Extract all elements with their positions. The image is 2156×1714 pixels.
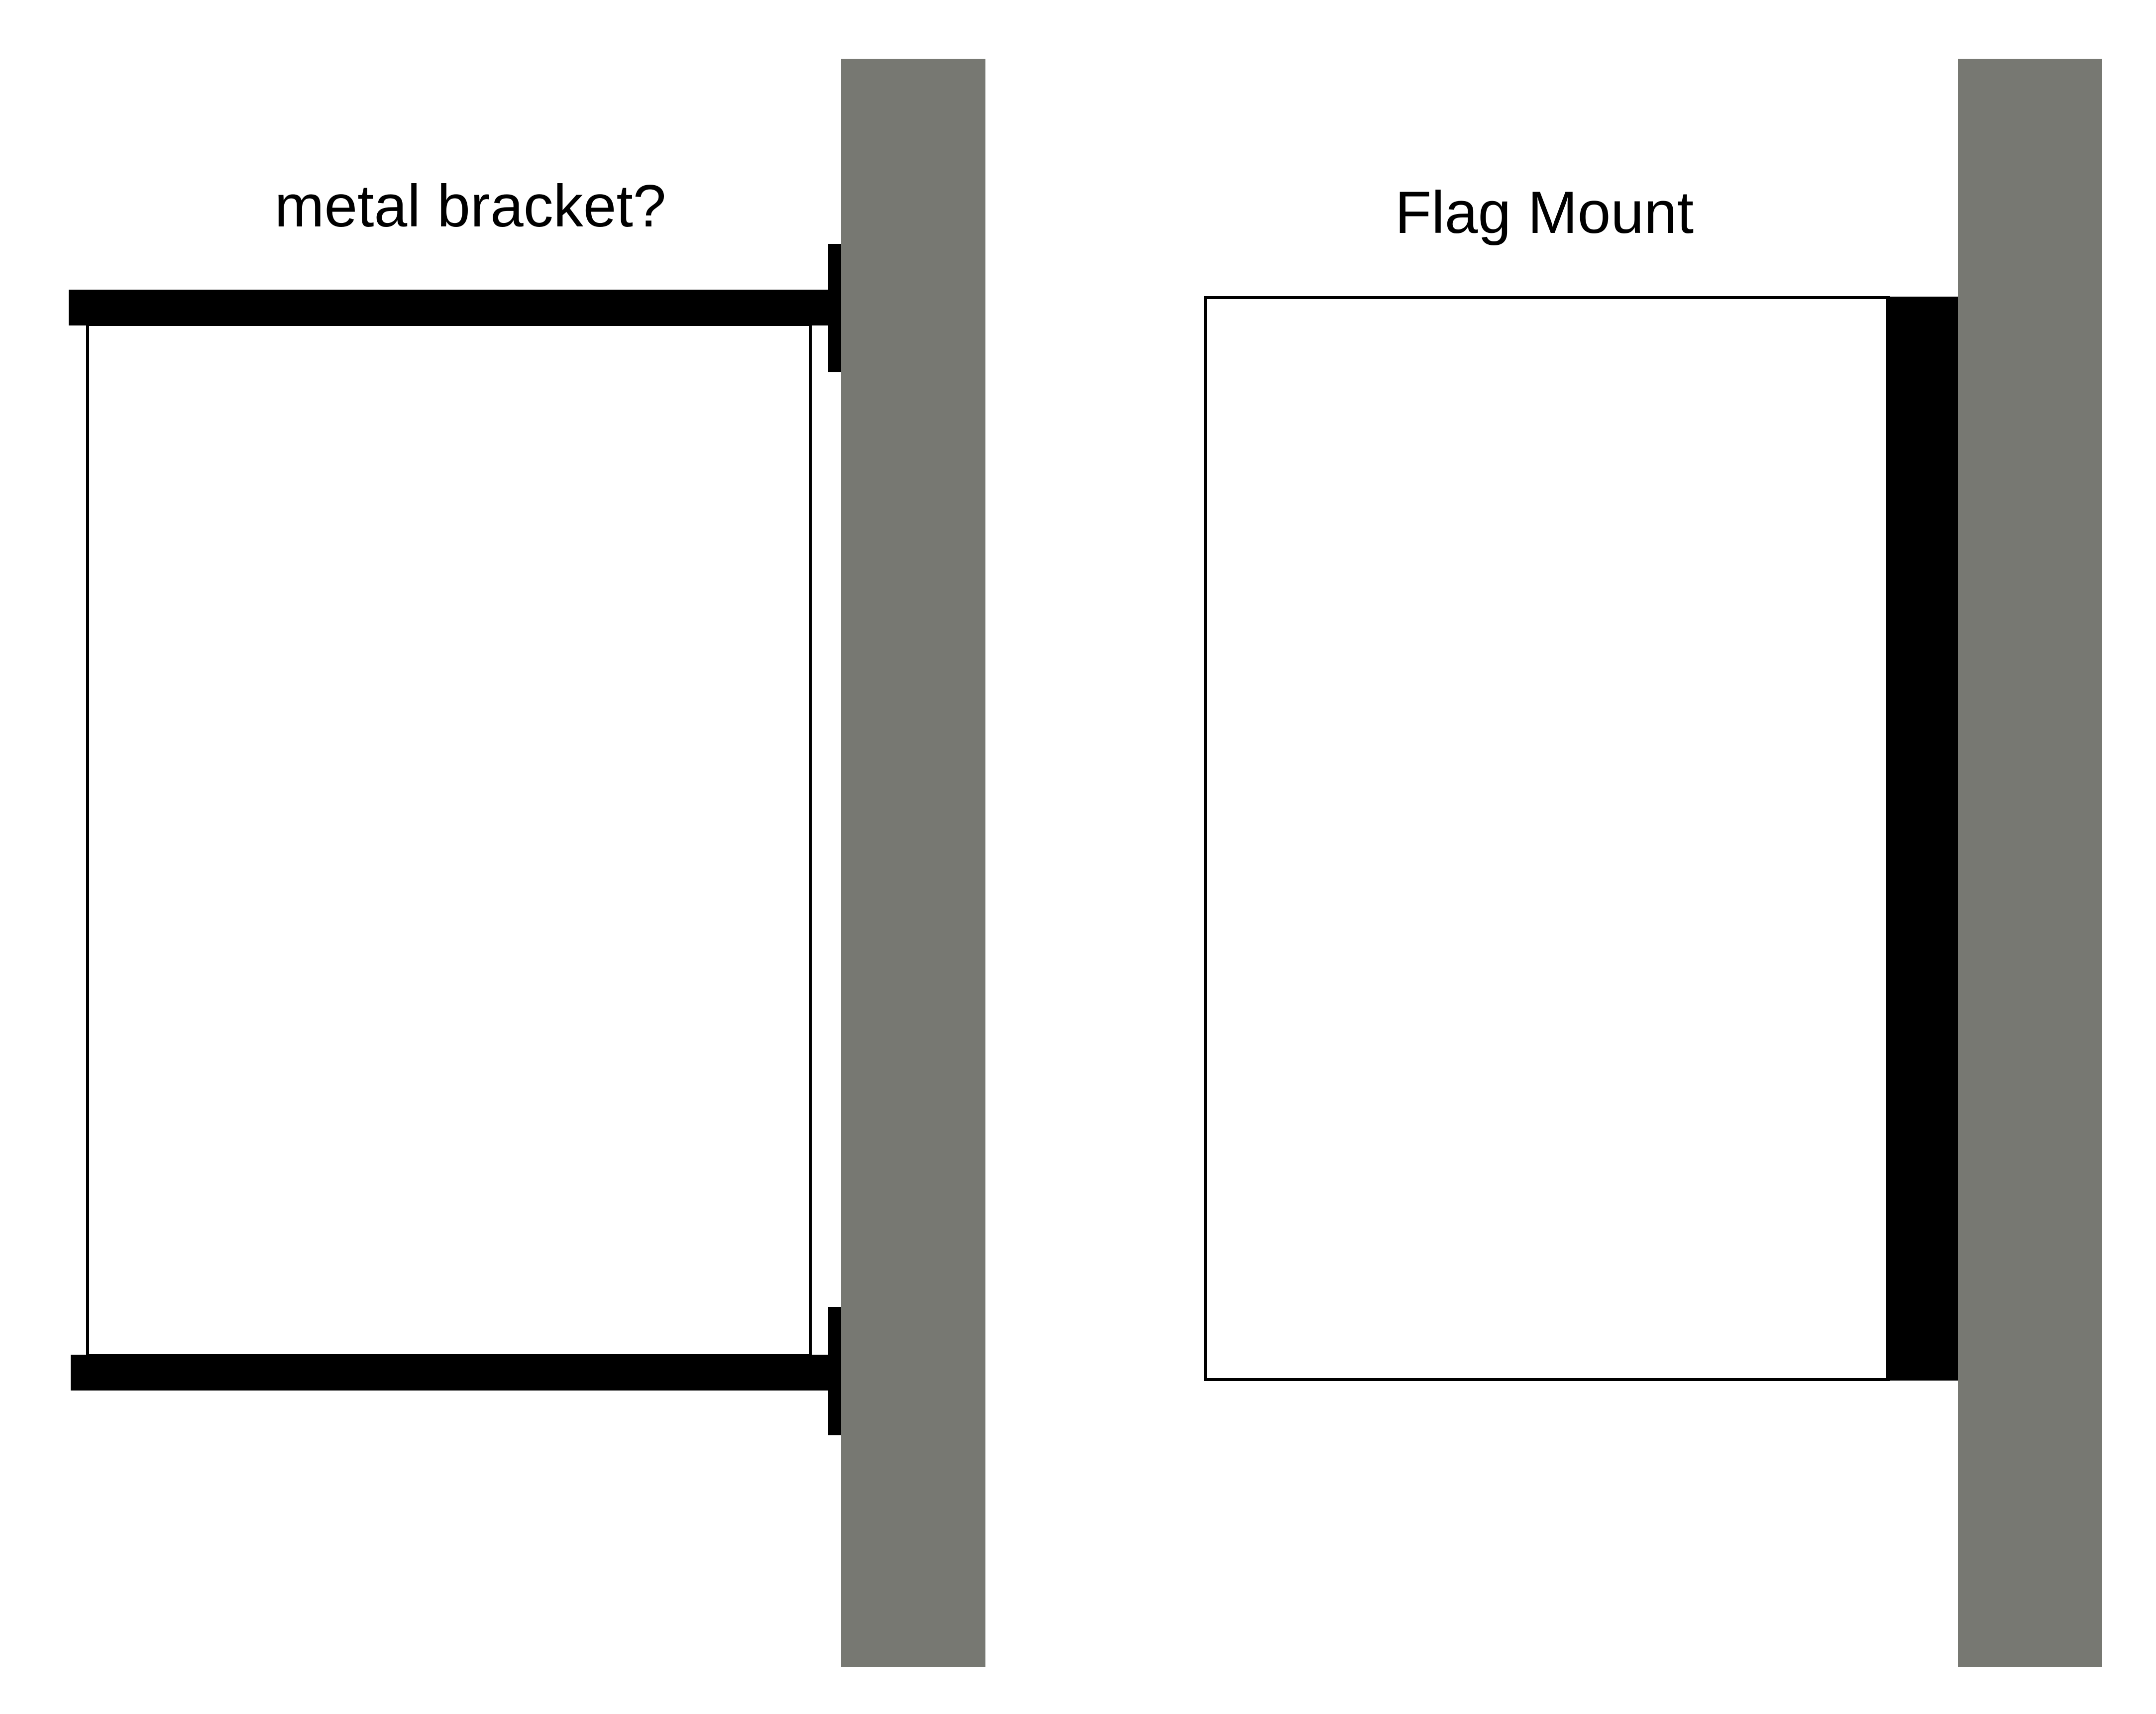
left-panel-title: metal bracket? <box>274 173 666 239</box>
top-bracket-arm <box>69 290 833 325</box>
left-wall <box>841 59 985 1667</box>
right-panel-title: Flag Mount <box>1395 179 1694 246</box>
right-sign-panel <box>1204 296 1890 1381</box>
top-bracket-wall-plate <box>828 244 841 372</box>
bottom-bracket-arm <box>71 1355 833 1391</box>
flag-mount-bracket <box>1886 297 1958 1381</box>
right-panel: Flag Mount <box>1204 59 2102 1667</box>
left-sign-panel <box>86 323 812 1357</box>
right-wall <box>1958 59 2102 1667</box>
bottom-bracket-wall-plate <box>828 1307 841 1435</box>
left-panel: metal bracket? <box>69 59 985 1667</box>
